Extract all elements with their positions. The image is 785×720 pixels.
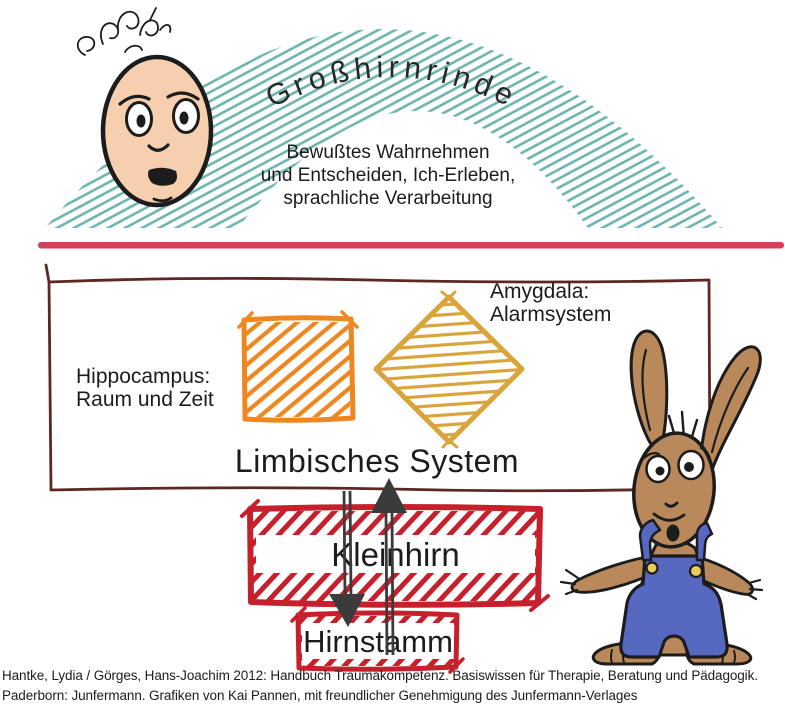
amygdala-label: Amygdala: Alarmsystem bbox=[490, 280, 612, 326]
rabbit-smile bbox=[652, 512, 686, 522]
face-features bbox=[118, 91, 200, 203]
rabbit-right-foot bbox=[685, 641, 753, 666]
left-eyebrow bbox=[118, 94, 151, 106]
cortex-title-text: Großhirnrinde bbox=[261, 51, 518, 115]
cortex-title: Großhirnrinde bbox=[261, 51, 523, 115]
rabbit-left-arm bbox=[570, 554, 654, 594]
cerebellum-label: Kleinhirn bbox=[331, 536, 460, 573]
cortex-description: Bewußtes Wahrnehmen und Entscheiden, Ich… bbox=[260, 142, 516, 209]
face-head bbox=[100, 54, 214, 208]
left-pupil bbox=[136, 114, 146, 128]
nose bbox=[147, 143, 170, 152]
chin-line bbox=[152, 196, 173, 203]
rabbit-right-ear bbox=[698, 345, 762, 472]
curly-hair-icon bbox=[76, 7, 172, 56]
overalls-left-strap bbox=[638, 518, 662, 562]
right-eyebrow bbox=[166, 91, 200, 101]
red-divider-line bbox=[38, 242, 784, 249]
rabbit-head bbox=[632, 431, 716, 549]
overalls-left-button bbox=[645, 561, 659, 575]
open-mouth bbox=[148, 167, 177, 186]
overalls-right-strap bbox=[695, 521, 714, 562]
rabbit-overalls bbox=[619, 554, 729, 659]
rabbit-left-ear bbox=[629, 329, 669, 450]
right-pupil bbox=[179, 111, 189, 125]
rabbit-nose bbox=[664, 501, 679, 508]
hippocampus-label: Hippocampus: Raum und Zeit bbox=[76, 365, 214, 411]
rabbit-open-mouth bbox=[666, 524, 680, 542]
rabbit-right-pupil bbox=[684, 462, 694, 472]
rabbit-left-foot bbox=[591, 640, 661, 666]
right-eye bbox=[172, 98, 200, 134]
rabbit-left-eye bbox=[645, 454, 671, 484]
rabbit-right-eye bbox=[677, 449, 705, 481]
citation-line-2: Paderborn: Junfermann. Grafiken von Kai … bbox=[2, 688, 638, 703]
rabbit-left-pupil bbox=[655, 466, 665, 476]
limbic-system-title: Limbisches System bbox=[234, 443, 520, 479]
hippocampus-square bbox=[237, 310, 359, 423]
overalls-right-button bbox=[688, 563, 704, 579]
worried-face-illustration bbox=[76, 7, 214, 208]
left-eye bbox=[125, 101, 153, 137]
rabbit-illustration bbox=[559, 329, 764, 666]
rabbit-right-arm bbox=[692, 554, 754, 596]
brainstem-label: Hirnstamm bbox=[303, 624, 453, 659]
citation-line-1: Hantke, Lydia / Görges, Hans-Joachim 201… bbox=[2, 668, 758, 683]
rabbit-tuft bbox=[667, 410, 699, 442]
rabbit-torso bbox=[630, 539, 718, 657]
